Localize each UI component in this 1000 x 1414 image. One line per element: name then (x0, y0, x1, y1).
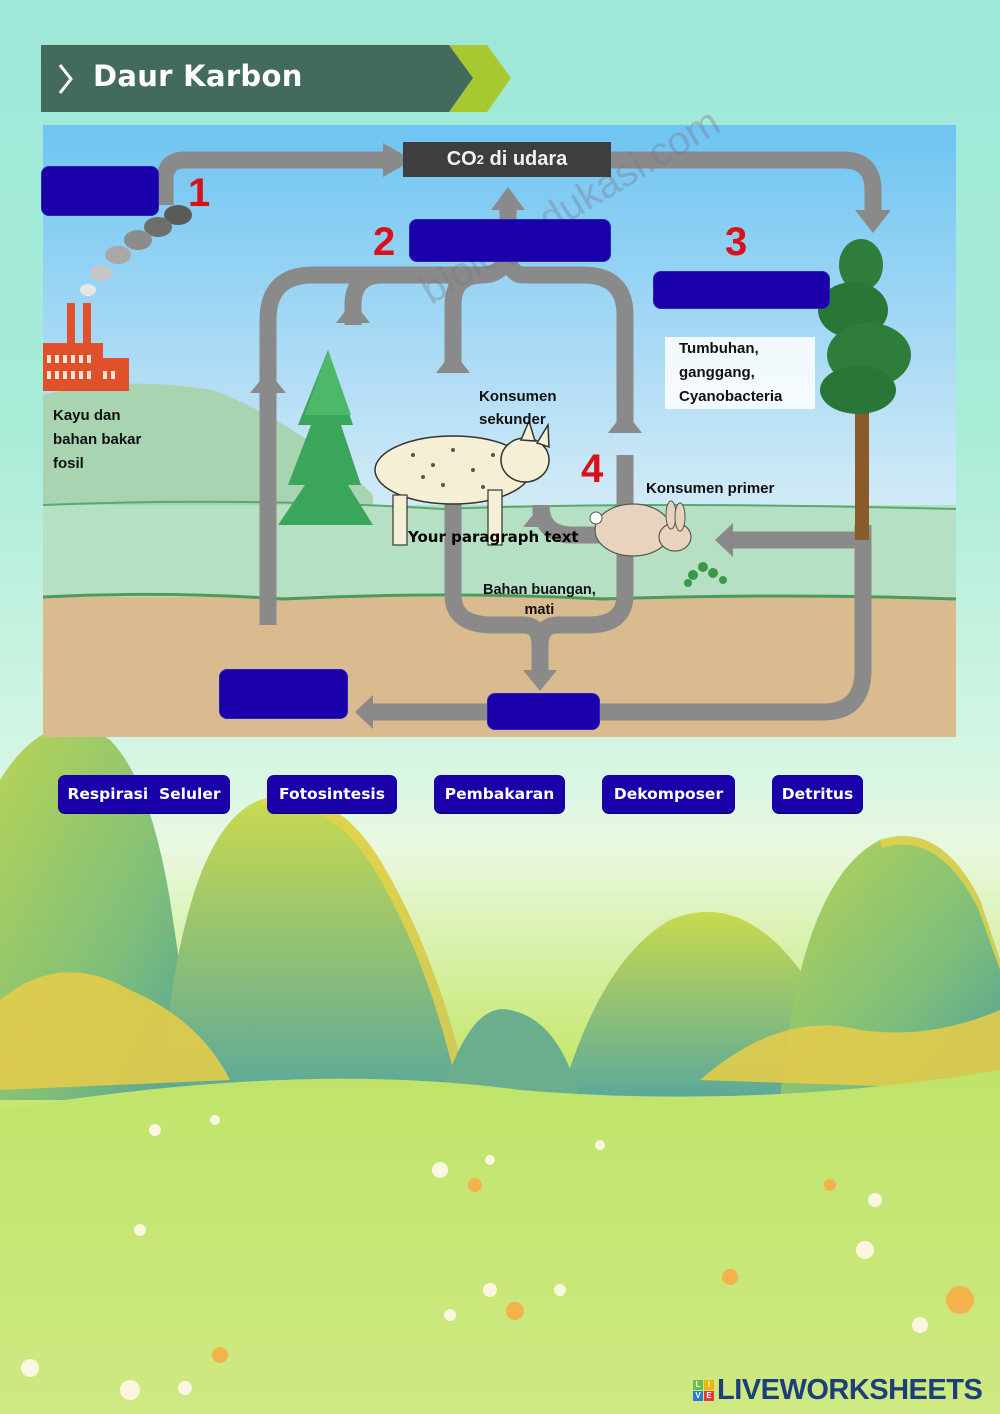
label-fuel-line: Kayu dan (53, 407, 121, 424)
label-waste: Bahan buangan, mati (483, 580, 596, 620)
label-producers-line: Tumbuhan, (679, 340, 759, 357)
pine-tree-icon (818, 239, 911, 540)
liveworksheets-logo: L I V E LIVEWORKSHEETS (693, 1373, 983, 1406)
label-primary-consumer: Konsumen primer (646, 480, 775, 497)
smoke-icon (80, 205, 192, 296)
answer-chip-respirasi-seluler[interactable]: Respirasi Seluler (58, 775, 230, 813)
chevron-right-icon (58, 64, 73, 94)
drop-zone-1[interactable] (41, 166, 159, 216)
logo-block: E (704, 1390, 714, 1401)
drop-zone-3[interactable] (653, 271, 830, 309)
logo-blocks-icon: L I V E (693, 1379, 714, 1401)
logo-block: V (693, 1390, 703, 1401)
step-number-2: 2 (373, 220, 396, 264)
plant-icon (684, 562, 727, 587)
step-number-1: 1 (188, 171, 211, 215)
label-secondary-consumer: Konsumen sekunder (479, 385, 557, 431)
label-secondary-line: Konsumen (479, 388, 557, 405)
title-banner (41, 45, 511, 112)
answer-chip-pembakaran[interactable]: Pembakaran (434, 775, 565, 813)
drop-zone-4[interactable] (219, 669, 348, 719)
co2-subscript: 2 (476, 152, 484, 167)
co2-suffix: di udara (483, 148, 568, 170)
rabbit-icon (589, 500, 692, 557)
paragraph-text-placeholder[interactable]: Your paragraph text (408, 528, 579, 546)
answer-chip-fotosintesis[interactable]: Fotosintesis (267, 775, 397, 813)
page-title: Daur Karbon (93, 59, 303, 93)
label-fuel: Kayu dan bahan bakar fosil (53, 404, 141, 476)
logo-block: L (693, 1379, 703, 1390)
label-fuel-line: bahan bakar (53, 431, 142, 448)
fir-tree-icon (278, 350, 373, 525)
label-producers-line: Cyanobacteria (679, 388, 783, 405)
step-number-3: 3 (725, 220, 748, 264)
factory-icon (43, 303, 129, 391)
label-waste-line: mati (524, 602, 555, 618)
logo-text: LIVEWORKSHEETS (717, 1373, 983, 1406)
drop-zone-2[interactable] (409, 219, 611, 262)
label-fuel-line: fosil (53, 455, 84, 472)
step-number-4: 4 (581, 447, 604, 491)
label-producers: Tumbuhan, ganggang, Cyanobacteria (665, 337, 815, 409)
answer-chip-dekomposer[interactable]: Dekomposer (602, 775, 735, 813)
diagram-illustration (43, 125, 956, 737)
answer-chip-detritus[interactable]: Detritus (772, 775, 863, 813)
co2-text: CO (446, 148, 477, 170)
lynx-icon (374, 418, 550, 546)
drop-zone-5[interactable] (487, 693, 600, 730)
logo-block: I (704, 1379, 714, 1390)
label-waste-line: Bahan buangan, (483, 582, 596, 598)
label-producers-line: ganggang, (679, 364, 755, 381)
label-secondary-line: sekunder (479, 411, 546, 428)
